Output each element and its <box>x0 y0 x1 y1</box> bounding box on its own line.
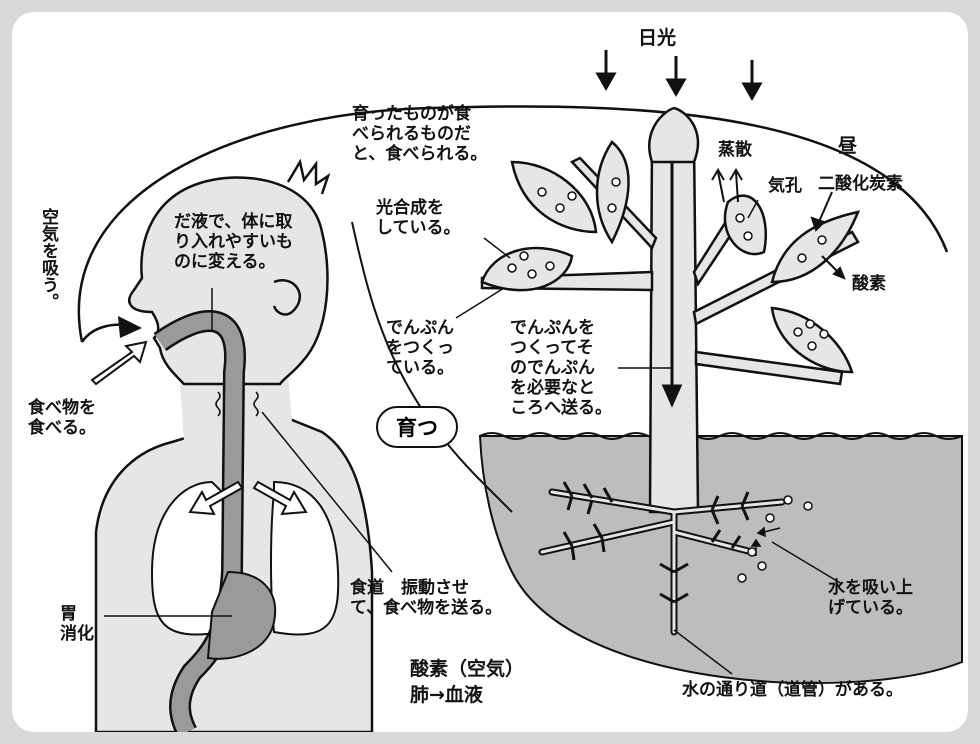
diagram-artwork <box>77 50 963 732</box>
water-drops <box>737 495 813 583</box>
eaten-note: 育ったものが食 べられるものだ と、食べられる。 <box>352 104 488 164</box>
lungs <box>150 480 340 636</box>
stomata-dots <box>507 177 829 351</box>
co2-label: 二酸化炭素 <box>818 174 903 194</box>
stomata-label: 気孔 <box>768 176 802 196</box>
absorb-water-note: 水を吸い上 げている。 <box>828 578 913 618</box>
photosynthesis-note: 光合成を している。 <box>376 198 461 238</box>
oxygen-label: 酸素 <box>852 274 886 294</box>
grow-badge: 育つ <box>376 406 458 448</box>
cycle-arc <box>77 105 949 343</box>
soil <box>478 435 963 685</box>
oxygen-air-note: 酸素（空気） 肺→血液 <box>410 658 525 706</box>
daytime-label: 昼 <box>838 135 858 157</box>
leaves <box>480 140 861 374</box>
transpiration-label: 蒸散 <box>718 140 752 160</box>
stomach-note: 胃 消化 <box>60 604 94 644</box>
illustration-frame: 日光 育ったものが食 べられるものだ と、食べられる。 だ液で、体に取 り入れや… <box>12 12 968 732</box>
air-arrows <box>188 480 308 516</box>
vessel-note: 水の通り道（道管）がある。 <box>682 680 903 700</box>
sunlight-label: 日光 <box>638 27 677 49</box>
stomach-shape <box>206 570 277 660</box>
breathe-note: 空気を吸う。 <box>38 208 58 310</box>
eat-food-note: 食べ物を 食べる。 <box>28 398 96 438</box>
esophagus-note: 食道 振動させ て、食べ物を送る。 <box>350 578 503 618</box>
sunlight-arrows <box>595 50 763 102</box>
mouth-arrow <box>90 340 148 386</box>
send-starch-note: でんぷんを つくってそ のでんぷん を必要なと ころへ送る。 <box>510 318 612 418</box>
saliva-note: だ液で、体に取 り入れやすいも のに変える。 <box>174 212 293 272</box>
make-starch-note: でんぷん をつくっ ている。 <box>386 318 454 378</box>
